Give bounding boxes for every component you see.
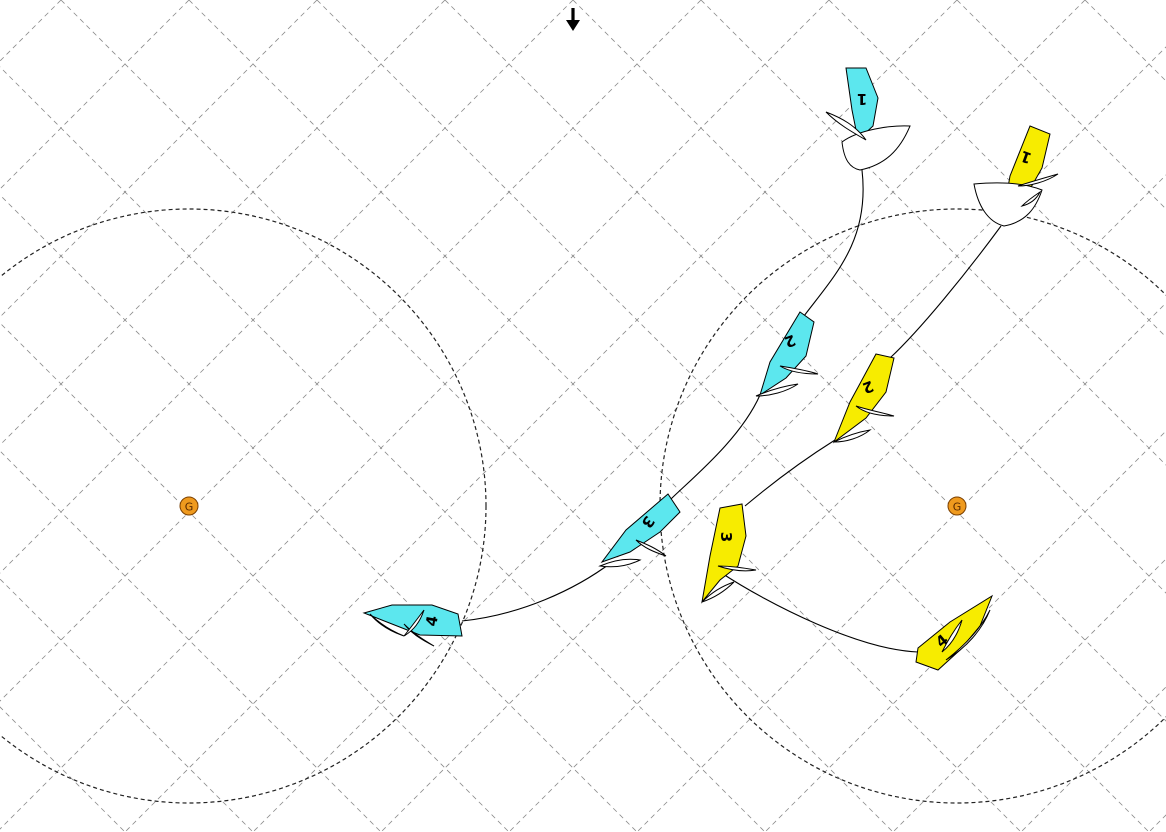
grid-line: [0, 0, 446, 446]
yellow-boat-hull: [701, 503, 747, 604]
cyan-boat-mainsail: [403, 623, 435, 647]
yellow-boat-mainsail: [1017, 173, 1059, 187]
cyan-boat-number-4: 4: [422, 614, 442, 627]
cyan-boat-position-4: 4: [362, 604, 463, 647]
grid-line: [700, 0, 1166, 466]
grid-line: [380, 46, 1166, 832]
grid-line: [60, 0, 894, 832]
mark-left: G: [179, 496, 199, 516]
yellow-boat-number-3: 3: [717, 532, 735, 542]
grid-line: [508, 174, 1166, 832]
yellow-boat-position-2: 2: [832, 353, 895, 444]
grid-line: [316, 0, 1150, 832]
grid-line: [0, 0, 318, 318]
grid-line: [828, 0, 1166, 338]
grid-line: [764, 430, 1166, 832]
yellow-boat-jib: [833, 429, 872, 443]
cyan-boat-position-1: 1: [825, 67, 911, 171]
grid-line: [892, 558, 1166, 832]
grid-line: [0, 322, 510, 832]
grid-line: [1020, 686, 1166, 832]
yellow-boat-position-1: 1: [973, 125, 1059, 227]
yellow-boat-spinnaker: [973, 182, 1043, 227]
down-arrow-icon: [566, 8, 580, 31]
yellow-boat-jib: [1020, 190, 1042, 207]
grid-line: [0, 706, 126, 832]
cyan-boat-jib: [598, 558, 642, 568]
grid-line: [0, 0, 190, 190]
cyan-boat-mainsail: [779, 365, 819, 375]
cyan-boat-track: [461, 169, 864, 622]
cyan-boat-jib: [755, 383, 799, 397]
mark-right: G: [947, 496, 967, 516]
grid-line: [572, 0, 1166, 594]
cyan-boat-hull: [845, 67, 879, 141]
yellow-boat-position-3: 3: [701, 503, 757, 604]
cyan-boat-position-2: 2: [755, 311, 819, 397]
grid-line: [0, 578, 254, 832]
cyan-boat-spinnaker: [841, 125, 911, 171]
yellow-boat-jib: [701, 581, 735, 603]
grid-line: [0, 0, 62, 62]
yellow-boat-mainsail: [717, 565, 757, 572]
yellow-boat-position-4: 4: [915, 594, 994, 671]
cyan-boat-hull: [600, 493, 681, 564]
yellow-boat-hull: [832, 353, 895, 444]
grid-line: [956, 0, 1166, 210]
yellow-boat-jib: [945, 609, 991, 661]
yellow-boat-track: [719, 225, 1002, 653]
grid-line: [0, 0, 830, 830]
grid-line: [0, 0, 702, 702]
grid-line: [1148, 814, 1166, 832]
cyan-boat-hull: [362, 604, 463, 637]
grid-line: [1084, 0, 1166, 82]
grid-line: [124, 0, 958, 832]
grid-line: [444, 0, 1166, 722]
mark-left-label: G: [185, 501, 194, 514]
grid-line: [0, 450, 382, 832]
cyan-boat-position-3: 3: [598, 493, 681, 568]
grid-line: [188, 0, 1022, 832]
grid-line: [636, 302, 1166, 832]
cyan-boat-mainsail: [825, 111, 867, 141]
mark-right-label: G: [953, 501, 962, 514]
cyan-boat-number-1: 1: [857, 90, 867, 108]
yellow-boat-mainsail: [941, 619, 963, 653]
cyan-boat-mainsail: [635, 539, 667, 557]
cyan-boat-hull: [759, 311, 815, 397]
grid-line: [0, 0, 574, 574]
cyan-boat-genoa: [403, 609, 425, 637]
grid-line: [252, 0, 1086, 832]
grid-line: [0, 66, 766, 832]
zone-circle-left: [0, 208, 487, 804]
yellow-boat-mainsail: [855, 405, 895, 417]
grid-line: [0, 194, 638, 832]
